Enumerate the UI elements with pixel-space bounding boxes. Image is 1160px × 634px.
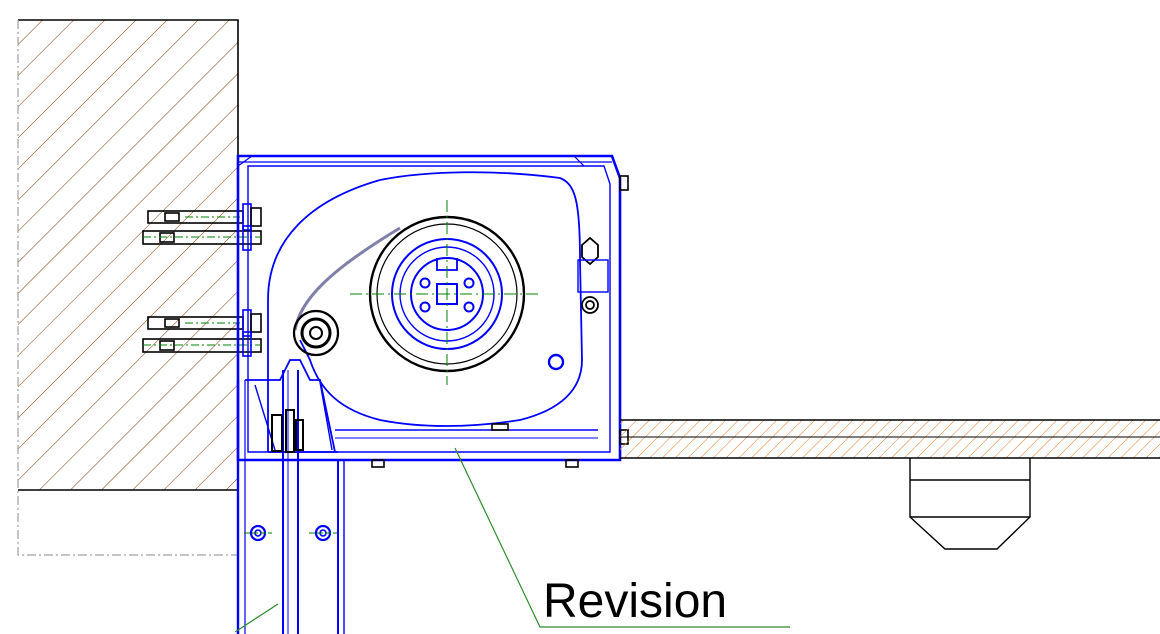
guide-pulley-icon — [292, 309, 340, 357]
panel-hatch — [620, 420, 1160, 458]
wall-hatch — [18, 20, 238, 490]
roller-drum-icon — [350, 200, 540, 385]
wall-section — [17, 19, 239, 556]
construction-outline — [17, 20, 238, 556]
hex-nut-icon — [547, 236, 609, 371]
rail-roller — [271, 409, 304, 453]
housing-belt-guide — [293, 226, 401, 331]
anchor-bolt-icon — [142, 309, 262, 357]
ceiling-panel — [620, 419, 1160, 459]
base-bolts — [371, 423, 579, 468]
revision-leader — [454, 447, 790, 628]
housing-top-corner — [237, 155, 585, 167]
anchor-bolt-icon — [142, 203, 262, 251]
revision-label: Revision — [543, 575, 728, 628]
ceiling-light-fixture — [909, 458, 1031, 550]
housing-inner-curve — [267, 171, 583, 452]
guide-rail — [236, 359, 345, 634]
housing-inner — [247, 165, 611, 453]
side-bolt-top — [619, 175, 629, 191]
secondary-leader — [234, 603, 279, 633]
